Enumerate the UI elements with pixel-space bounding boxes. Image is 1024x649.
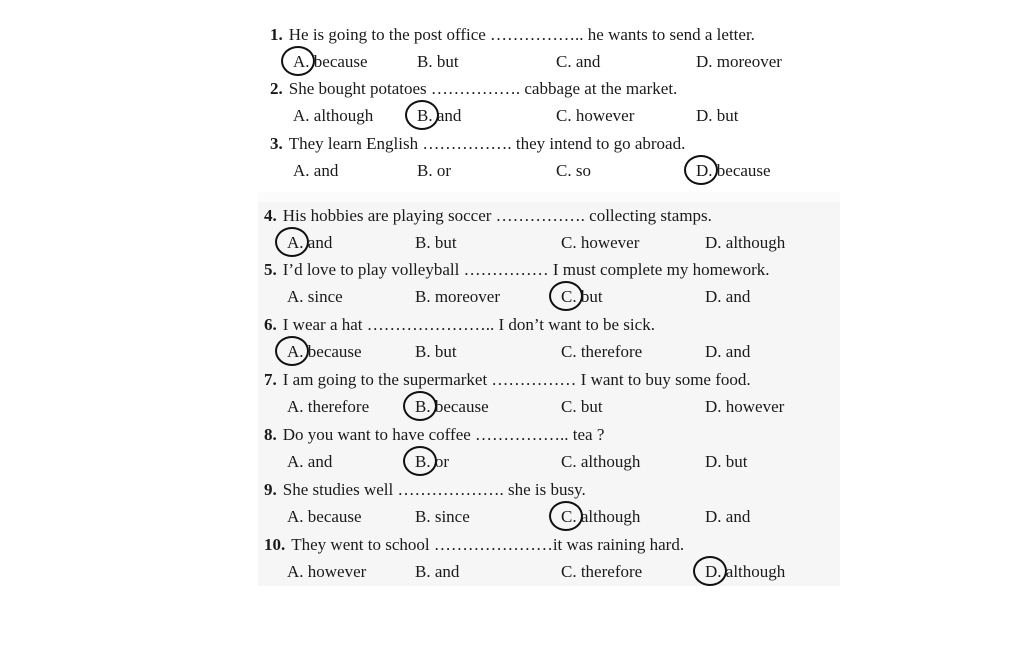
answer-option[interactable]: B. and (415, 562, 460, 581)
worksheet-top-section (258, 12, 840, 192)
answer-option[interactable]: A. because (293, 52, 368, 71)
question-text: She bought potatoes ……………. cabbage at th… (288, 79, 678, 98)
question-stem: 3. They learn English ……………. they intend … (270, 134, 685, 154)
answer-option[interactable]: B. since (415, 507, 470, 526)
question-text: She studies well ………………. she is busy. (282, 480, 586, 499)
answer-option[interactable]: B. or (415, 452, 449, 471)
answer-option[interactable]: B. but (417, 52, 459, 71)
answer-option[interactable]: B. but (415, 233, 457, 252)
question-text: I’d love to play volleyball …………… I must… (282, 260, 770, 279)
question-number: 4. (264, 206, 277, 225)
answer-option[interactable]: D. and (705, 507, 751, 526)
answer-option[interactable]: C. and (556, 52, 601, 71)
question-number: 2. (270, 79, 283, 98)
question-stem: 4. His hobbies are playing soccer ……………. … (264, 206, 712, 226)
question-text: I wear a hat ………………….. I don’t want to b… (282, 315, 655, 334)
question-text: He is going to the post office …………….. h… (288, 25, 755, 44)
answer-option[interactable]: A. and (293, 161, 339, 180)
answer-option[interactable]: A. although (293, 106, 374, 125)
answer-option[interactable]: D. although (705, 562, 786, 581)
answer-option[interactable]: D. however (705, 397, 785, 416)
question-stem: 7. I am going to the supermarket …………… I … (264, 370, 751, 390)
answer-option[interactable]: B. but (415, 342, 457, 361)
answer-option[interactable]: C. although (561, 507, 641, 526)
question-number: 5. (264, 260, 277, 279)
answer-option[interactable]: D. but (705, 452, 748, 471)
question-stem: 8. Do you want to have coffee …………….. tea… (264, 425, 604, 445)
question-number: 9. (264, 480, 277, 499)
question-stem: 9. She studies well ………………. she is busy. (264, 480, 586, 500)
question-stem: 1. He is going to the post office ……………..… (270, 25, 755, 45)
answer-option[interactable]: B. moreover (415, 287, 500, 306)
question-text: His hobbies are playing soccer ……………. co… (282, 206, 712, 225)
question-number: 10. (264, 535, 286, 554)
answer-option[interactable]: D. because (696, 161, 771, 180)
question-stem: 5. I’d love to play volleyball …………… I mu… (264, 260, 770, 280)
question-number: 7. (264, 370, 277, 389)
question-text: They learn English ……………. they intend to… (288, 134, 686, 153)
answer-option[interactable]: C. but (561, 287, 603, 306)
answer-option[interactable]: B. and (417, 106, 462, 125)
answer-option[interactable]: A. since (287, 287, 343, 306)
answer-option[interactable]: D. and (705, 287, 751, 306)
question-text: I am going to the supermarket …………… I wa… (282, 370, 751, 389)
question-number: 8. (264, 425, 277, 444)
question-number: 3. (270, 134, 283, 153)
question-text: Do you want to have coffee …………….. tea ? (282, 425, 605, 444)
worksheet-scan (258, 12, 840, 586)
answer-option[interactable]: B. or (417, 161, 451, 180)
question-text: They went to school …………………it was rainin… (291, 535, 685, 554)
answer-option[interactable]: C. however (556, 106, 635, 125)
answer-option[interactable]: A. therefore (287, 397, 370, 416)
question-stem: 10. They went to school …………………it was rai… (264, 535, 684, 555)
question-stem: 6. I wear a hat ………………….. I don’t want to… (264, 315, 655, 335)
answer-option[interactable]: C. so (556, 161, 591, 180)
answer-option[interactable]: A. and (287, 233, 333, 252)
answer-option[interactable]: C. therefore (561, 562, 643, 581)
question-number: 1. (270, 25, 283, 44)
answer-option[interactable]: C. but (561, 397, 603, 416)
question-number: 6. (264, 315, 277, 334)
answer-option[interactable]: C. however (561, 233, 640, 252)
question-stem: 2. She bought potatoes ……………. cabbage at … (270, 79, 677, 99)
answer-option[interactable]: D. moreover (696, 52, 782, 71)
answer-option[interactable]: B. because (415, 397, 489, 416)
answer-option[interactable]: D. but (696, 106, 739, 125)
answer-option[interactable]: A. however (287, 562, 367, 581)
answer-option[interactable]: D. although (705, 233, 786, 252)
answer-option[interactable]: A. because (287, 507, 362, 526)
answer-option[interactable]: C. therefore (561, 342, 643, 361)
answer-option[interactable]: A. because (287, 342, 362, 361)
answer-option[interactable]: D. and (705, 342, 751, 361)
answer-option[interactable]: A. and (287, 452, 333, 471)
answer-option[interactable]: C. although (561, 452, 641, 471)
